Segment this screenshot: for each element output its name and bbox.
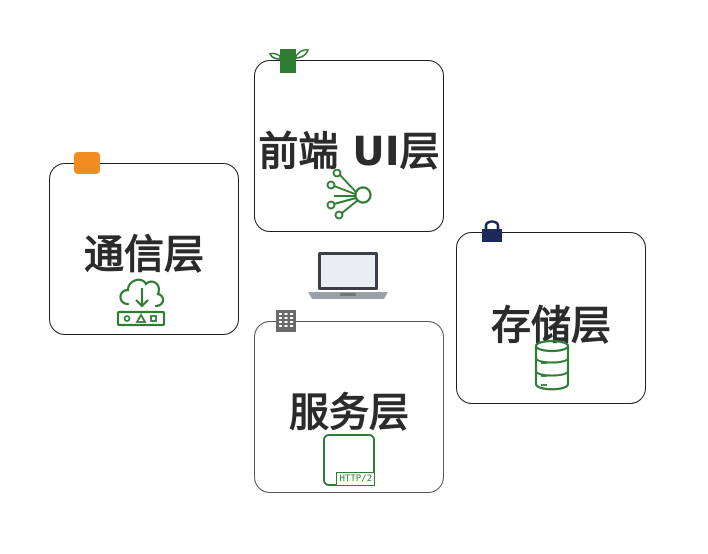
cloud-download-device-icon (116, 278, 166, 327)
comm-layer-card: 通信层 (49, 163, 239, 335)
http2-label: HTTP/2 (336, 472, 375, 486)
comm-layer-title: 通信层 (84, 232, 204, 278)
laptop-icon (308, 252, 388, 299)
storage-layer-card: 存储层 (456, 232, 646, 404)
orange-square-icon (74, 152, 100, 174)
http2-icon: HTTP/2 (323, 434, 375, 486)
network-hub-icon (326, 169, 372, 220)
frontend-ui-layer-card: 前端 UI层 (254, 60, 444, 232)
server-building-icon (276, 310, 296, 332)
database-icon (534, 339, 570, 391)
frontend-ui-layer-title: 前端 UI层 (258, 129, 440, 175)
service-layer-title: 服务层 (289, 390, 409, 436)
plant-pot-icon (268, 48, 310, 73)
lock-icon (482, 220, 502, 242)
service-layer-card: 服务层 HTTP/2 (254, 321, 444, 493)
